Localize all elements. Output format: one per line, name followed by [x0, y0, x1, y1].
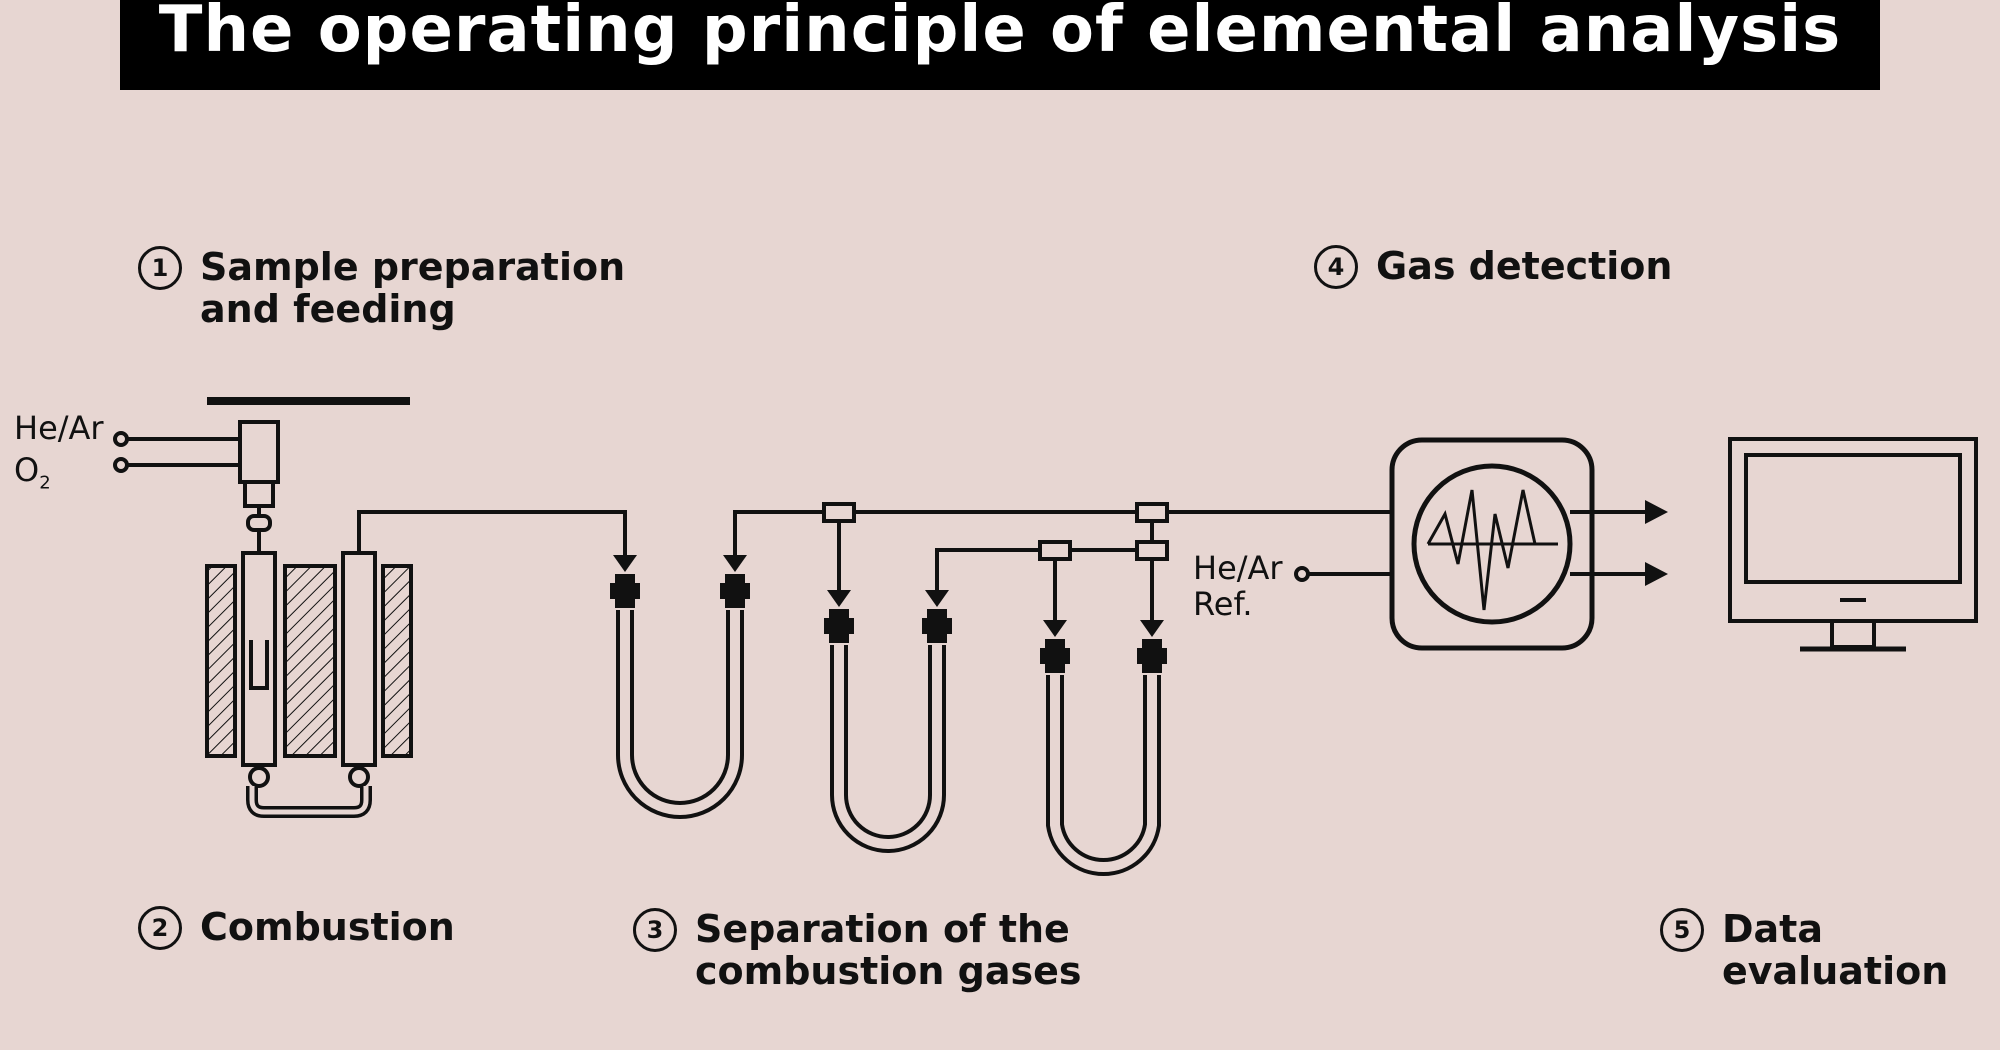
step-3: 3 Separation of the combustion gases [633, 908, 1082, 992]
thermal-conductivity-detector-icon [1389, 437, 1668, 651]
u-tube-column-2-icon [824, 590, 952, 853]
step-4-text: Gas detection [1376, 244, 1673, 288]
carrier-gas-label: He/Ar [14, 409, 104, 447]
oxygen-label: O2 [14, 452, 51, 501]
step-2: 2 Combustion [138, 906, 455, 950]
step-4: 4 Gas detection [1314, 245, 1672, 289]
step-3-number: 3 [633, 908, 677, 952]
step-2-text: Combustion [200, 905, 455, 949]
step-1-text: Sample preparation and feeding [200, 245, 626, 331]
step-1-number: 1 [138, 246, 182, 290]
computer-monitor-icon [1728, 437, 1978, 652]
oxygen-label-subscript: 2 [39, 472, 51, 494]
title-bar: The operating principle of elemental ana… [120, 0, 1880, 90]
step-2-number: 2 [138, 906, 182, 950]
step-5-text: Data evaluation [1722, 907, 1949, 993]
oxygen-label-symbol: O [14, 451, 40, 489]
page-title: The operating principle of elemental ana… [158, 0, 1842, 67]
step-1: 1 Sample preparation and feeding [138, 246, 625, 330]
step-3-text: Separation of the combustion gases [695, 907, 1082, 993]
step-4-number: 4 [1314, 245, 1358, 289]
gas-lines [733, 502, 1395, 620]
reference-gas-label: He/Ar Ref. [1193, 549, 1283, 623]
sample-feeder-icon [113, 397, 410, 553]
combustion-furnace-icon [205, 510, 627, 818]
u-tube-column-1-icon [610, 555, 750, 819]
u-tube-column-3-icon [1040, 620, 1167, 877]
step-5: 5 Data evaluation [1660, 908, 1948, 992]
step-5-number: 5 [1660, 908, 1704, 952]
